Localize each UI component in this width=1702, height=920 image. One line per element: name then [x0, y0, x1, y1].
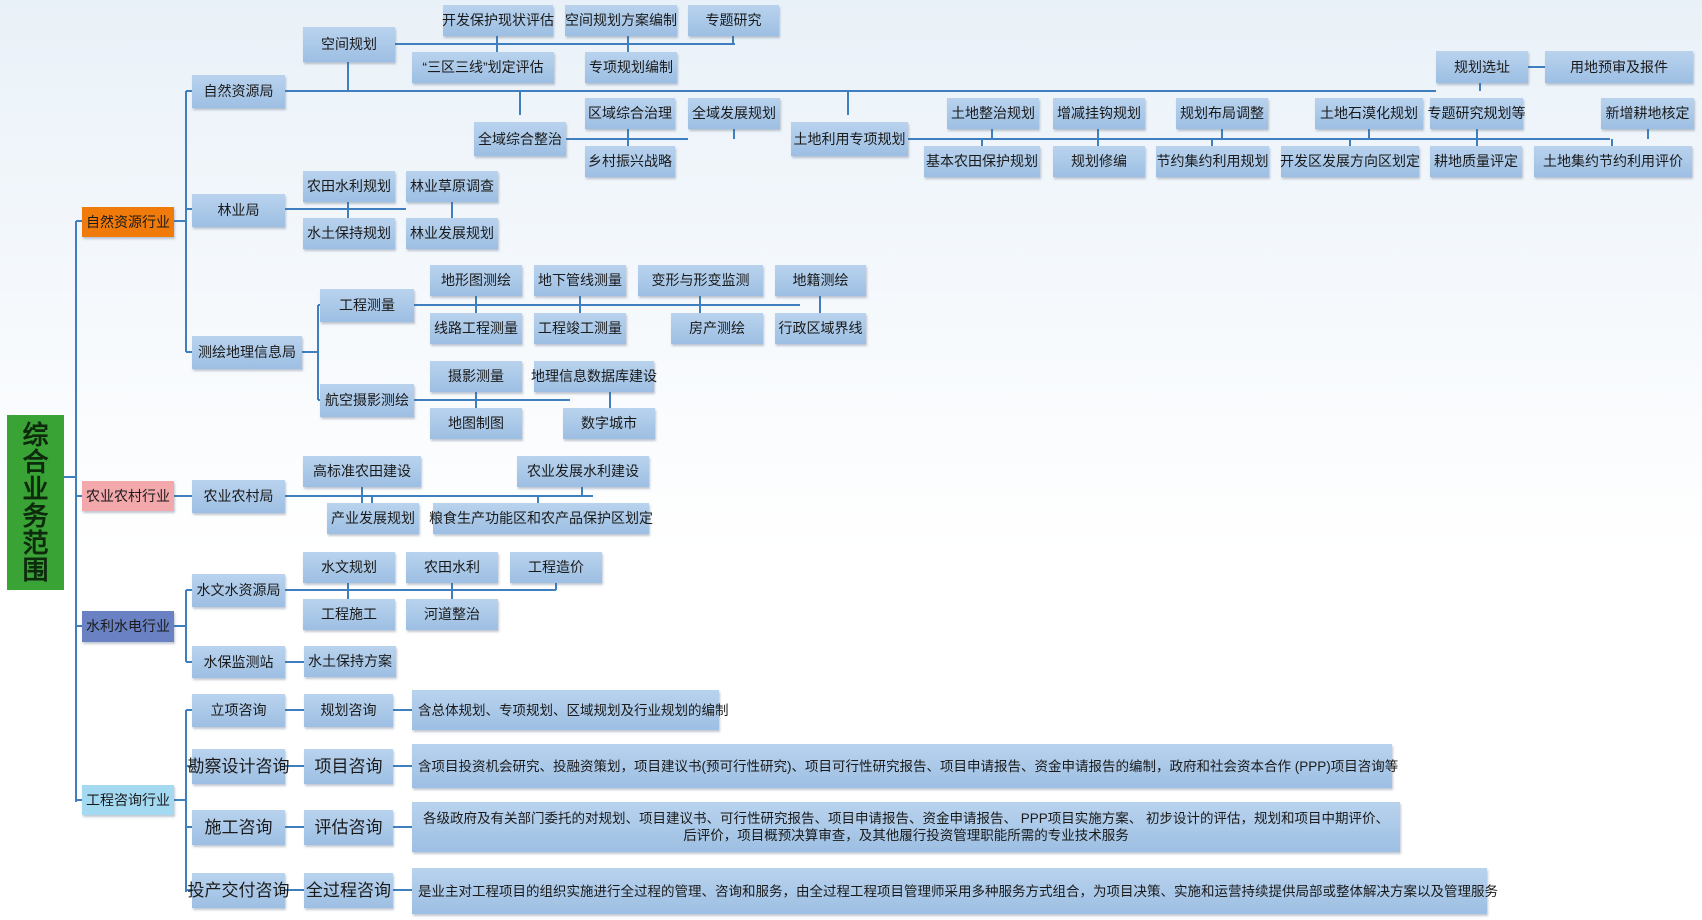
survey-bureau: 测绘地理信息局	[192, 336, 302, 369]
engineering-survey-item: 行政区域界线	[775, 313, 866, 344]
comprehensive-item: 乡村振兴战略	[585, 146, 675, 177]
land-use-item: 土地整治规划	[947, 98, 1039, 129]
land-use-item: 规划修编	[1053, 146, 1145, 177]
aerial-survey-item: 摄影测量	[430, 361, 522, 392]
land-use-item: 节约集约利用规划	[1156, 146, 1269, 177]
root-node: 综合业务范围	[7, 415, 64, 590]
spatial-planning-node: 空间规划	[303, 27, 395, 62]
natural-resources-bureau: 自然资源局	[192, 75, 285, 108]
land-use-item: 耕地质量评定	[1430, 146, 1522, 177]
land-use-item: 专题研究规划等	[1428, 98, 1526, 129]
consult-stage: 投产交付咨询	[188, 873, 290, 908]
comprehensive-item: 全域发展规划	[688, 98, 780, 129]
water-item: 水文规划	[303, 552, 395, 583]
spatial-item: 专项规划编制	[585, 52, 677, 83]
industry-consulting: 工程咨询行业	[82, 785, 174, 815]
industry-water: 水利水电行业	[82, 611, 174, 642]
consult-description: 含总体规划、专项规划、区域规划及行业规划的编制	[412, 690, 729, 730]
consult-stage: 勘察设计咨询	[188, 749, 290, 784]
water-item: 工程施工	[303, 599, 395, 630]
water-item: 河道整治	[406, 599, 498, 630]
consult-stage: 立项咨询	[192, 694, 285, 727]
water-item: 农田水利	[406, 552, 498, 583]
agriculture-item: 产业发展规划	[327, 503, 419, 534]
land-use-item: 增减挂钩规划	[1053, 98, 1145, 129]
land-use-planning-node: 土地利用专项规划	[791, 122, 908, 156]
land-use-item: 开发区发展方向区划定	[1280, 146, 1420, 177]
consult-type: 项目咨询	[304, 749, 393, 784]
site-selection-node: 规划选址	[1436, 51, 1528, 83]
consult-description: 是业主对工程项目的组织实施进行全过程的管理、咨询和服务，由全过程工程项目管理师采…	[412, 868, 1498, 914]
forestry-bureau: 林业局	[192, 194, 285, 227]
engineering-survey-item: 工程竣工测量	[534, 313, 626, 344]
forestry-item: 水土保持规划	[303, 218, 395, 249]
soil-conservation-plan: 水土保持方案	[304, 646, 396, 677]
engineering-survey-item: 地籍测绘	[775, 265, 866, 296]
land-use-item: 土地集约节约利用评价	[1534, 146, 1692, 177]
agriculture-bureau: 农业农村局	[192, 480, 285, 513]
industry-natural-resources: 自然资源行业	[82, 207, 174, 237]
agriculture-item: 农业发展水利建设	[517, 456, 649, 487]
land-use-item: 土地石漠化规划	[1315, 98, 1423, 129]
aerial-survey-item: 地图制图	[430, 408, 522, 439]
consult-type: 规划咨询	[304, 694, 393, 727]
engineering-survey-item: 地下管线测量	[534, 265, 626, 296]
consult-description: 各级政府及有关部门委托的对规划、项目建议书、可行性研究报告、项目申请报告、资金申…	[412, 802, 1400, 852]
engineering-survey-item: 房产测绘	[671, 313, 763, 344]
forestry-item: 林业发展规划	[406, 218, 498, 249]
agriculture-item: 高标准农田建设	[303, 456, 421, 487]
engineering-survey-item: 线路工程测量	[430, 313, 522, 344]
agriculture-item: 粮食生产功能区和农产品保护区划定	[429, 503, 653, 534]
forestry-item: 林业草原调查	[406, 171, 498, 202]
land-use-item: 规划布局调整	[1176, 98, 1268, 129]
consult-stage: 施工咨询	[192, 810, 285, 845]
soil-monitoring-station: 水保监测站	[192, 646, 285, 678]
spatial-item: 开发保护现状评估	[442, 5, 554, 36]
aerial-survey-node: 航空摄影测绘	[320, 384, 414, 417]
aerial-survey-item: 地理信息数据库建设	[531, 361, 657, 392]
consult-type: 全过程咨询	[304, 873, 393, 908]
consult-type: 评估咨询	[304, 810, 393, 845]
land-use-item: 新增耕地核定	[1601, 98, 1694, 129]
spatial-item: 专题研究	[688, 5, 779, 36]
land-use-item: 基本农田保护规划	[924, 146, 1040, 177]
comprehensive-remediation-node: 全域综合整治	[474, 122, 566, 156]
engineering-survey-node: 工程测量	[320, 289, 414, 322]
engineering-survey-item: 变形与形变监测	[638, 265, 763, 296]
consult-description: 含项目投资机会研究、投融资策划，项目建议书(预可行性研究)、项目可行性研究报告、…	[412, 744, 1398, 788]
engineering-survey-item: 地形图测绘	[430, 265, 522, 296]
spatial-item: “三区三线”划定评估	[412, 52, 554, 83]
land-preview-node: 用地预审及报件	[1545, 51, 1693, 83]
aerial-survey-item: 数字城市	[563, 408, 655, 439]
forestry-item: 农田水利规划	[303, 171, 395, 202]
hydrology-bureau: 水文水资源局	[192, 574, 285, 607]
comprehensive-item: 区域综合治理	[585, 98, 675, 129]
spatial-item: 空间规划方案编制	[565, 5, 677, 36]
water-item: 工程造价	[510, 552, 602, 583]
industry-agriculture: 农业农村行业	[82, 481, 174, 511]
